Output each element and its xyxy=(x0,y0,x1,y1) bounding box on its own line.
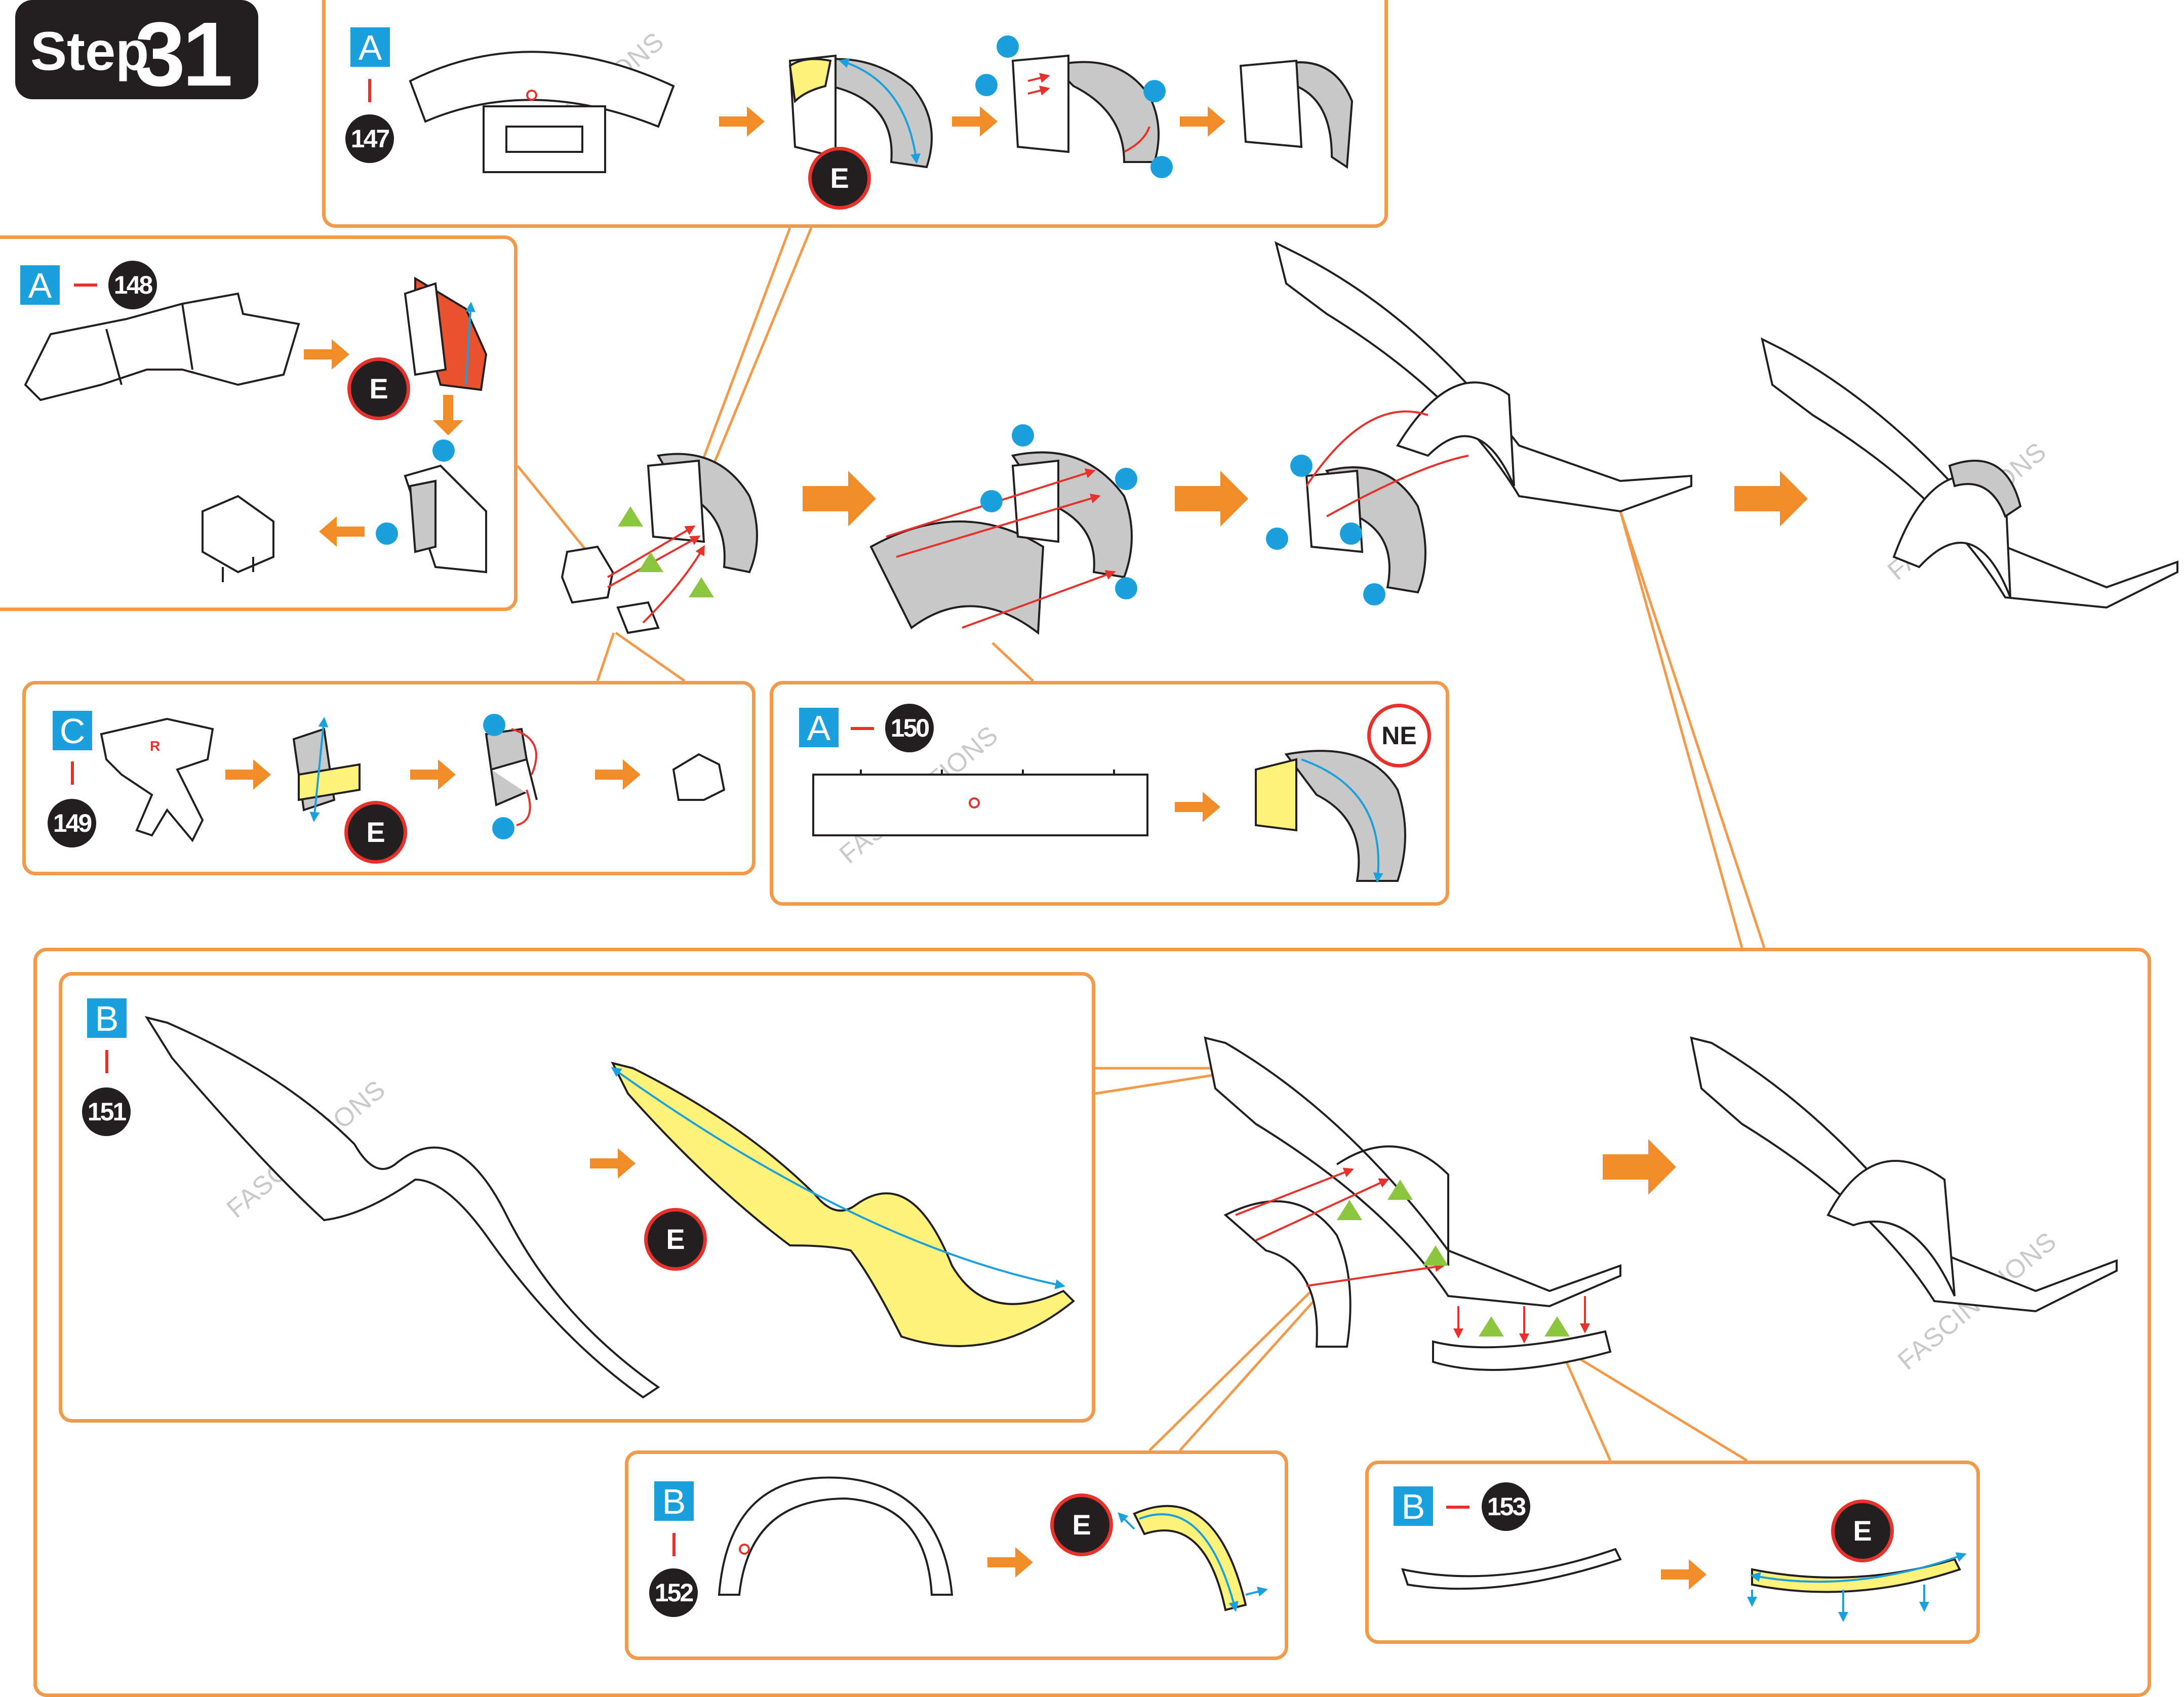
process-arrows xyxy=(225,106,1808,1590)
panel-part-148 xyxy=(0,235,518,611)
central-assembly xyxy=(561,453,758,634)
triangles-central xyxy=(618,506,714,597)
part-148-result xyxy=(202,495,274,582)
glue-badge-147: E xyxy=(808,147,871,210)
dots-148 xyxy=(376,439,455,545)
sheet-tag-153: B xyxy=(1394,1486,1433,1526)
part-153-flat xyxy=(1401,1548,1622,1590)
glue-badge-153: E xyxy=(1831,1500,1894,1562)
sheet-tag-148: A xyxy=(20,265,60,305)
separator-152 xyxy=(672,1533,676,1556)
glue-badge-149: E xyxy=(344,801,407,864)
panel-part-152 xyxy=(625,1450,1288,1660)
part-149-fold xyxy=(292,717,361,822)
part-153-glued xyxy=(1747,1552,1967,1622)
dots-body xyxy=(1266,455,1385,605)
glue-badge-151: E xyxy=(644,1208,707,1271)
part-148-flat xyxy=(24,292,300,401)
part-151-flat xyxy=(144,1016,660,1399)
part-number-153: 153 xyxy=(1482,1482,1530,1531)
sheet-tag-147: A xyxy=(350,27,390,67)
sheet-tag-149: C xyxy=(53,711,92,751)
part-number-150: 150 xyxy=(885,704,934,752)
separator-151 xyxy=(105,1050,108,1073)
step-label: Step xyxy=(30,20,149,82)
panel-part-150 xyxy=(770,681,1449,906)
step-number: 31 xyxy=(135,4,233,105)
part-147-fold xyxy=(788,54,933,169)
part-152-flat xyxy=(718,1476,954,1596)
dots-149 xyxy=(483,714,514,839)
separator-149 xyxy=(71,761,74,785)
part-150-flat xyxy=(812,770,1148,836)
part-148-fold xyxy=(404,276,488,391)
part-147-join xyxy=(1011,54,1160,163)
panel-part-147 xyxy=(322,0,1388,228)
part-number-147: 147 xyxy=(345,114,394,163)
part-number-149: 149 xyxy=(48,799,96,847)
separator-150 xyxy=(851,727,874,730)
dots-147 xyxy=(975,35,1173,178)
sheet-tag-150: A xyxy=(799,708,839,748)
part-149-flat xyxy=(100,717,214,842)
part-147-result xyxy=(1239,59,1354,169)
step-badge: Step 31 xyxy=(15,0,258,105)
panel-part-153 xyxy=(1365,1461,1980,1644)
callout-lines xyxy=(517,227,1766,1462)
part-150-fold xyxy=(1255,750,1406,883)
body-result-top xyxy=(1761,337,2178,609)
sheet-tag-152: B xyxy=(654,1481,694,1521)
separator-153 xyxy=(1446,1506,1470,1509)
body-join-bottom xyxy=(1204,1036,1621,1371)
panel-part-149 xyxy=(22,681,756,875)
part-152-glued xyxy=(1118,1505,1268,1612)
panel-part-151 xyxy=(59,972,1095,1423)
part-147-flat xyxy=(409,51,675,173)
separator-147 xyxy=(368,79,371,102)
glue-badge-148: E xyxy=(347,357,410,420)
separator-148 xyxy=(74,284,97,287)
glue-badge-152: E xyxy=(1050,1493,1113,1556)
sheet-tag-151: B xyxy=(87,998,127,1038)
part-149-join xyxy=(485,728,538,826)
part-149-result xyxy=(672,753,726,801)
part-148-join xyxy=(404,464,487,574)
body-result-bottom xyxy=(1690,1036,2118,1313)
part-149-mark: R xyxy=(150,738,161,754)
part-number-148: 148 xyxy=(108,261,157,309)
triangles-bottom xyxy=(1337,1180,1570,1337)
dots-arch xyxy=(980,424,1137,599)
part-151-glued xyxy=(611,1062,1075,1347)
part-number-152: 152 xyxy=(649,1568,698,1617)
part-number-151: 151 xyxy=(82,1087,131,1136)
no-glue-badge-150: NE xyxy=(1367,704,1431,767)
arch-assembly xyxy=(869,451,1133,635)
